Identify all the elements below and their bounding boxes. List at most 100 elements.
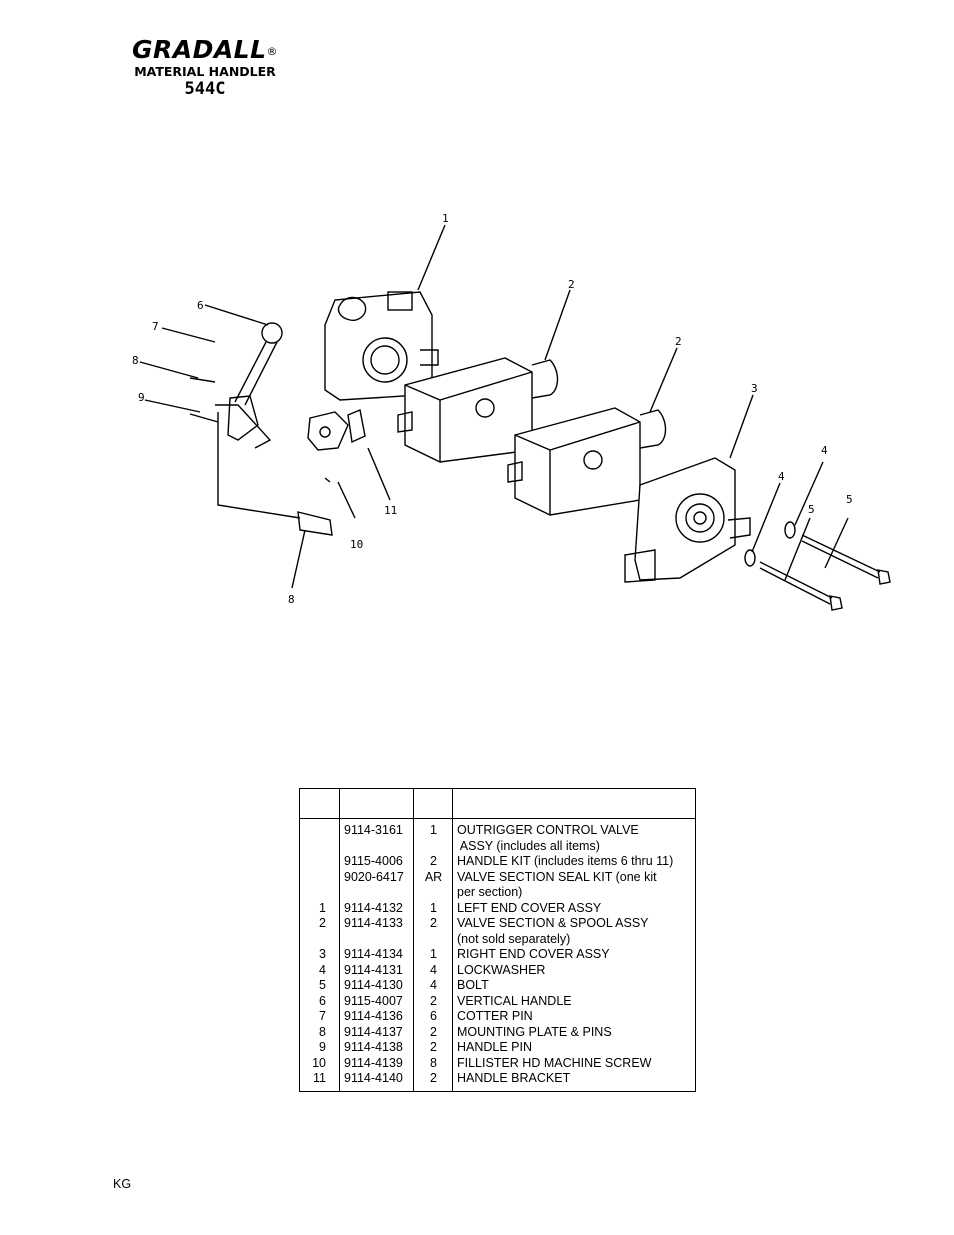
description: VALVE SECTION & SPOOL ASSY(not sold sepa… — [457, 916, 697, 947]
callout-label: 11 — [384, 504, 397, 517]
quantity: 2 — [430, 854, 437, 868]
part-number: 9114-4130 — [344, 978, 403, 992]
description: HANDLE PIN — [457, 1040, 697, 1056]
description-line: VERTICAL HANDLE — [457, 993, 572, 1008]
item-number: 1 — [319, 900, 326, 915]
item-number: 6 — [319, 993, 326, 1008]
quantity: 2 — [430, 993, 437, 1008]
brand-subtitle: MATERIAL HANDLER — [134, 64, 276, 79]
quantity: 1 — [430, 823, 437, 837]
item-number: 10 — [312, 1055, 326, 1070]
callout-label: 2 — [675, 335, 682, 348]
table-row: 8 9114-4137 2 MOUNTING PLATE & PINS — [300, 1025, 695, 1041]
callout-label: 3 — [751, 382, 758, 395]
table-row: 4 9114-4131 4 LOCKWASHER — [300, 963, 695, 979]
registered-mark: ® — [266, 45, 279, 58]
brand-block: GRADALL® MATERIAL HANDLER 544C — [110, 36, 300, 100]
table-row: 7 9114-4136 6 COTTER PIN — [300, 1009, 695, 1025]
description: FILLISTER HD MACHINE SCREW — [457, 1056, 697, 1072]
description-line: VALVE SECTION SEAL KIT (one kit — [457, 869, 657, 884]
quantity: 2 — [430, 1040, 437, 1054]
part-number: 9114-4131 — [344, 962, 403, 977]
quantity: 4 — [430, 962, 437, 977]
description-line: COTTER PIN — [457, 1009, 533, 1023]
part-number: 9114-4139 — [344, 1055, 403, 1070]
table-row: 9 9114-4138 2 HANDLE PIN — [300, 1040, 695, 1056]
item-number: 4 — [319, 962, 326, 977]
table-row: 11 9114-4140 2 HANDLE BRACKET — [300, 1071, 695, 1087]
callout-label: 4 — [821, 444, 828, 457]
item-number: 5 — [319, 978, 326, 992]
quantity: 2 — [430, 916, 437, 930]
description-line: BOLT — [457, 978, 489, 992]
table-row: 6 9115-4007 2 VERTICAL HANDLE — [300, 994, 695, 1010]
part-number: 9115-4006 — [344, 854, 403, 868]
item-number: 8 — [319, 1024, 326, 1039]
description: RIGHT END COVER ASSY — [457, 947, 697, 963]
item-number: 2 — [319, 916, 326, 930]
callout-label: 5 — [808, 503, 815, 516]
callout-label: 8 — [288, 593, 295, 606]
description-line: MOUNTING PLATE & PINS — [457, 1024, 612, 1039]
description-line: (not sold separately) — [457, 931, 571, 946]
part-number: 9114-4133 — [344, 916, 403, 930]
callout-label: 10 — [350, 538, 363, 551]
part-number: 9114-3161 — [344, 823, 403, 837]
description-line: FILLISTER HD MACHINE SCREW — [457, 1055, 652, 1070]
callout-label: 9 — [138, 391, 145, 404]
column-divider — [452, 789, 453, 1091]
part-number: 9114-4134 — [344, 947, 403, 961]
description-line: LEFT END COVER ASSY — [457, 900, 602, 915]
description: LOCKWASHER — [457, 963, 697, 979]
table-row: 9115-4006 2 HANDLE KIT (includes items 6 t… — [300, 854, 695, 870]
table-row: 9114-3161 1 OUTRIGGER CONTROL VALVE ASSY (… — [300, 823, 695, 854]
callout-label: 4 — [778, 470, 785, 483]
column-divider — [413, 789, 414, 1091]
quantity: 8 — [430, 1055, 437, 1070]
table-row: 10 9114-4139 8 FILLISTER HD MACHINE SCREW — [300, 1056, 695, 1072]
callout-label: 7 — [152, 320, 159, 333]
description: LEFT END COVER ASSY — [457, 901, 697, 917]
description-line: HANDLE PIN — [457, 1040, 533, 1054]
description: BOLT — [457, 978, 697, 994]
quantity: 6 — [430, 1009, 437, 1023]
part-number: 9114-4137 — [344, 1024, 403, 1039]
quantity: 1 — [430, 900, 437, 915]
quantity: 2 — [430, 1071, 437, 1085]
description: COTTER PIN — [457, 1009, 697, 1025]
item-number: 11 — [313, 1071, 326, 1085]
description: VERTICAL HANDLE — [457, 994, 697, 1010]
callout-label: 6 — [197, 299, 204, 312]
parts-rows: 9114-3161 1 OUTRIGGER CONTROL VALVE ASSY (… — [300, 823, 695, 1087]
part-number: 9114-4136 — [344, 1009, 403, 1023]
part-number: 9114-4140 — [344, 1071, 403, 1085]
description-line: per section) — [457, 885, 523, 899]
item-number: 7 — [319, 1009, 326, 1023]
item-number: 3 — [319, 947, 326, 961]
description-line: HANDLE BRACKET — [457, 1071, 571, 1085]
description-line: ASSY (includes all items) — [457, 838, 600, 853]
description: HANDLE KIT (includes items 6 thru 11) — [457, 854, 697, 870]
quantity: AR — [424, 869, 443, 884]
part-number: 9115-4007 — [344, 993, 403, 1008]
quantity: 4 — [430, 978, 437, 992]
table-row: 5 9114-4130 4 BOLT — [300, 978, 695, 994]
description: HANDLE BRACKET — [457, 1071, 697, 1087]
table-row: 2 9114-4133 2 VALVE SECTION & SPOOL ASSY(no… — [300, 916, 695, 947]
callout-label: 1 — [442, 212, 449, 225]
item-number: 9 — [319, 1040, 326, 1054]
exploded-valve-diagram: 1 2 2 3 4 4 5 5 6 7 8 9 10 11 8 — [132, 212, 891, 611]
description-line: RIGHT END COVER ASSY — [457, 947, 610, 961]
header-divider — [300, 818, 695, 819]
quantity: 2 — [430, 1024, 437, 1039]
description-line: LOCKWASHER — [457, 962, 546, 977]
description-line: OUTRIGGER CONTROL VALVE — [457, 823, 639, 837]
description: MOUNTING PLATE & PINS — [457, 1025, 697, 1041]
part-number: 9114-4138 — [344, 1040, 403, 1054]
callout-label: 2 — [568, 278, 575, 291]
part-number: 9020-6417 — [344, 869, 404, 884]
footer-code: KG — [113, 1177, 132, 1191]
